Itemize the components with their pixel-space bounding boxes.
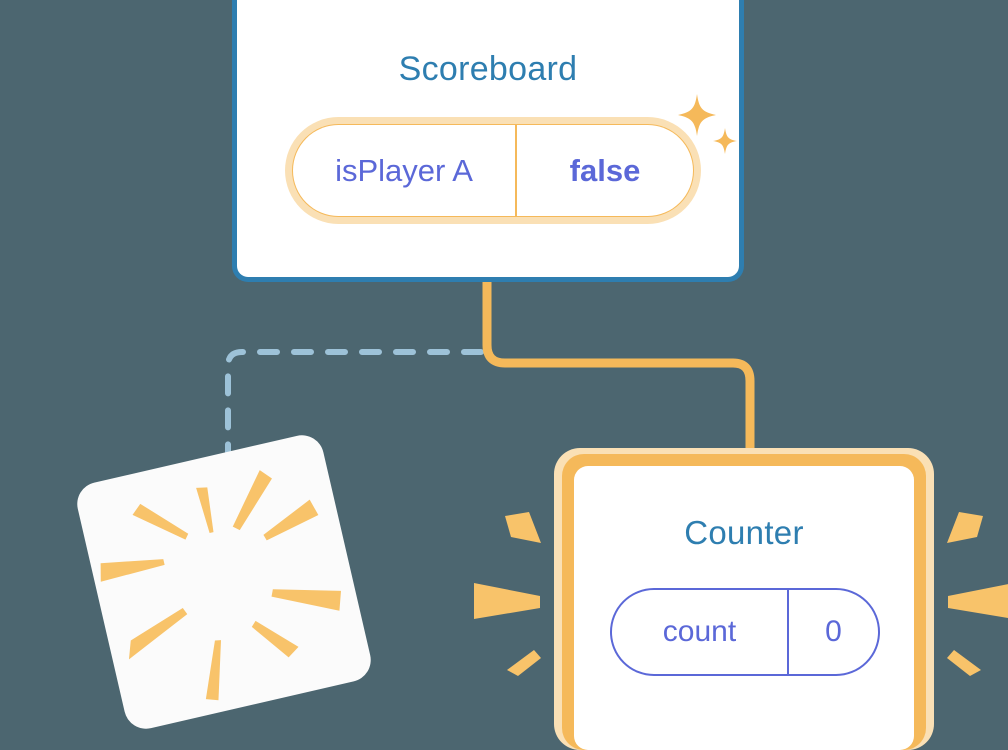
sparkle-large-icon [678,94,716,136]
counter-card[interactable]: Counter count 0 [574,466,914,750]
burst-ray-nw-icon [132,503,189,540]
scoreboard-pill[interactable]: isPlayer A false [285,117,701,224]
dashed-connector [225,349,484,485]
sparkle-small-icon [713,128,737,154]
scoreboard-pill-key: isPlayer A [335,152,473,188]
counter-title: Counter [684,514,804,551]
pill-inner: isPlayer A false [293,125,693,216]
counter-pill[interactable]: count 0 [610,588,880,676]
burst-ray-s2-icon [251,620,299,658]
burst-ray-s-icon [205,640,222,701]
scoreboard-title: Scoreboard [398,50,578,88]
scoreboard-pill-value: false [569,152,641,188]
pill-divider [515,125,517,216]
burst-ray-ne-icon [232,470,272,531]
orange-connector [482,282,755,470]
burst-ray-se-icon [271,589,342,611]
burst-ray-e-icon [263,499,319,541]
counter-pill-value: 0 [825,615,842,648]
burst-ray-n-icon [196,487,214,533]
burst-ray-w-icon [100,559,165,582]
burst-ray-sw-icon [128,607,188,660]
counter-pill-divider [787,590,789,674]
sparkle-group [678,94,737,154]
scoreboard-card[interactable]: Scoreboard isPlayer A false [232,0,744,282]
tilted-burst-card[interactable] [72,430,376,734]
counter-pill-key: count [662,615,737,648]
burst-rays-group [100,470,342,701]
